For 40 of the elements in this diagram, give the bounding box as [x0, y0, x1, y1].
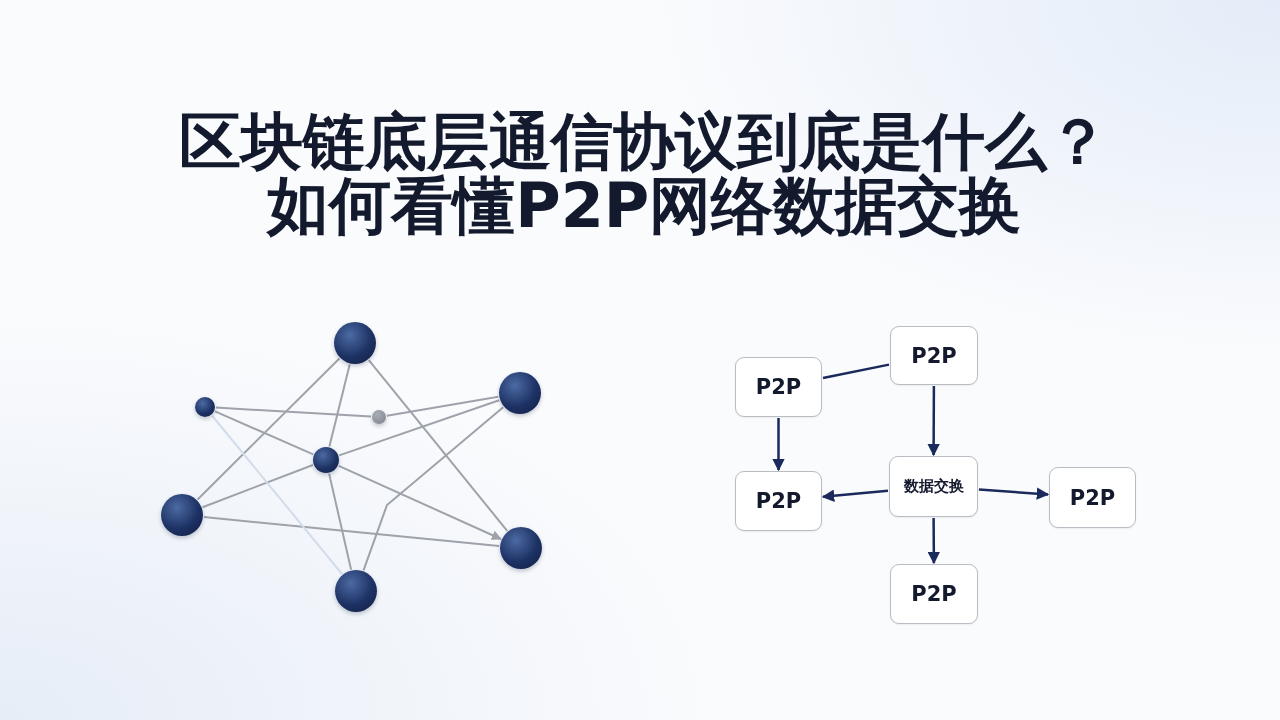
network-node: [335, 570, 377, 612]
node-label: P2P: [911, 343, 957, 368]
process-box: [735, 357, 822, 417]
network-node: [500, 527, 542, 569]
node-label: P2P: [911, 582, 957, 606]
arrow: [978, 487, 1050, 500]
node-label: 数据交换: [903, 477, 964, 496]
process-box: [1049, 467, 1136, 528]
connector-line: [338, 399, 501, 457]
node-label: P2P: [755, 375, 802, 399]
connector-line: [215, 406, 372, 418]
arrow: [821, 489, 889, 502]
node-label: P2P: [1069, 485, 1116, 510]
node-label: P2P: [755, 489, 802, 513]
connector-line: [385, 395, 500, 417]
network-node: [372, 410, 386, 424]
arrow: [337, 464, 502, 540]
arrow: [927, 518, 941, 565]
process-box: [735, 471, 822, 531]
connector-line: [362, 406, 505, 572]
network-node: [195, 397, 215, 417]
connector-line: [214, 410, 315, 456]
network-node: [334, 322, 376, 364]
arrow: [927, 386, 940, 457]
network-node: [313, 447, 339, 473]
process-box: [890, 564, 978, 624]
process-box: [889, 456, 978, 517]
process-box: [890, 326, 978, 385]
connector-line: [328, 363, 351, 448]
network-node: [499, 372, 541, 414]
connector-line: [367, 359, 509, 532]
connector-line: [211, 414, 343, 575]
arrow: [772, 418, 785, 472]
connector-line: [201, 464, 314, 509]
title: 区块链底层通信协议到底是什么？如何看懂P2P网络数据交换: [178, 110, 1111, 238]
connector-line: [822, 363, 890, 380]
connector-line: [202, 516, 501, 547]
network-node: [161, 494, 203, 536]
connector-line: [328, 472, 353, 571]
connector-line: [196, 357, 341, 501]
